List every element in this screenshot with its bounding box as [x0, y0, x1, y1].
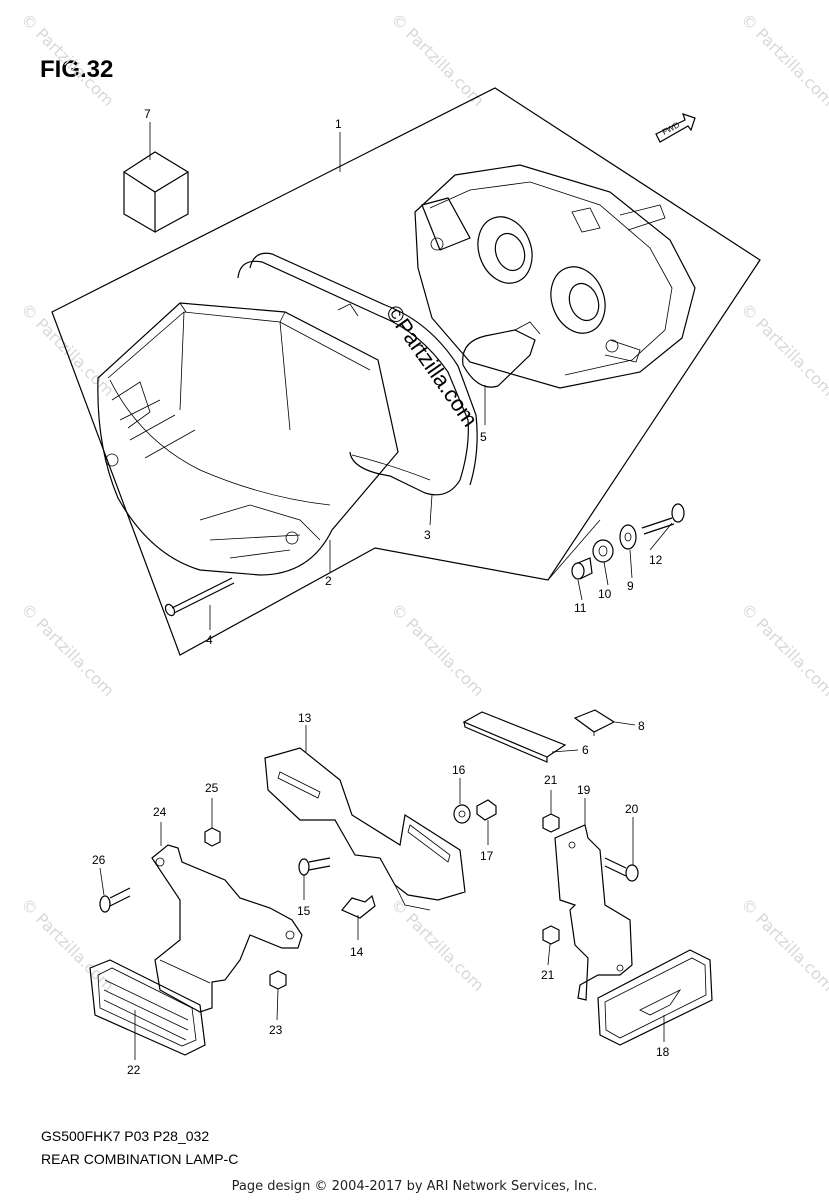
callout-number: 18	[656, 1045, 670, 1059]
part-21-nut-bottom	[542, 925, 560, 945]
callout-number: 6	[582, 743, 589, 757]
callout-number: 26	[92, 853, 106, 867]
watermark-text: © Partzilla.com	[737, 299, 829, 400]
callout-number: 3	[424, 528, 431, 542]
part-8-pad	[573, 709, 616, 736]
part-25-screw	[99, 887, 131, 913]
part-22-reflector	[89, 959, 206, 1056]
part-21-nut-top	[542, 813, 560, 833]
part-1-lamp-housing	[414, 164, 696, 389]
watermark-text: © Partzilla.com	[737, 9, 829, 110]
part-16-washer	[453, 804, 471, 824]
callout-number: 16	[452, 763, 466, 777]
watermark-text: © Partzilla.com	[737, 599, 829, 700]
callout-number: 11	[574, 601, 587, 615]
section-name: REAR COMBINATION LAMP-C	[41, 1151, 239, 1167]
callout-number: 19	[577, 783, 591, 797]
watermark-text: © Partzilla.com	[387, 599, 488, 700]
watermark-text: © Partzilla.com	[737, 894, 829, 995]
callout-number: 24	[153, 805, 167, 819]
callout-number: 4	[206, 633, 213, 647]
callout-number: 25	[205, 781, 219, 795]
part-7-cube	[122, 151, 190, 234]
parts-9-12-hardware	[547, 503, 685, 581]
callout-number: 22	[127, 1063, 141, 1077]
watermark-layer: © Partzilla.com © Partzilla.com © Partzi…	[17, 9, 829, 995]
watermark-text: © Partzilla.com	[17, 599, 118, 700]
watermark-text: © Partzilla.com	[387, 894, 488, 995]
callout-number: 14	[350, 945, 364, 959]
callout-number: 9	[627, 579, 634, 593]
part-26-nut	[204, 827, 221, 847]
callout-number: 1	[335, 117, 342, 131]
part-3-gasket	[237, 252, 478, 496]
callout-number: 7	[144, 107, 151, 121]
part-20-screw	[604, 857, 639, 882]
callout-number: 23	[269, 1023, 283, 1037]
part-17-spacer	[476, 799, 497, 821]
watermark-text: © Partzilla.com	[17, 894, 118, 995]
part-14-insert	[341, 894, 376, 919]
forward-arrow-icon: FWD	[655, 113, 696, 143]
callout-number: 17	[480, 849, 494, 863]
assembly-boundary	[51, 87, 761, 656]
watermark-text: © Partzilla.com	[17, 9, 118, 110]
part-15-screw	[298, 857, 331, 876]
callout-number: 5	[480, 430, 487, 444]
callout-number: 13	[298, 711, 312, 725]
callout-number: 12	[649, 553, 663, 567]
model-code: GS500FHK7 P03 P28_032	[41, 1128, 210, 1144]
part-24-bracket	[151, 844, 303, 1013]
callout-number: 8	[638, 719, 645, 733]
center-watermark: ©Partzilla.com	[381, 301, 483, 432]
part-13-bracket	[264, 747, 466, 911]
part-6-pad	[462, 711, 567, 763]
callout-number: 21	[541, 968, 555, 982]
part-19-bracket	[554, 824, 633, 1001]
watermark-text: © Partzilla.com	[17, 299, 118, 400]
callout-number: 10	[598, 587, 612, 601]
callout-number: 2	[325, 574, 332, 588]
part-23-nut	[269, 970, 287, 990]
part-18-reflector	[597, 949, 713, 1046]
page-credit: Page design © 2004-2017 by ARI Network S…	[231, 1179, 598, 1194]
part-4-screw	[164, 577, 235, 617]
part-5-bulb	[462, 321, 541, 388]
part-2-lens	[97, 302, 399, 576]
callout-labels: 7 1 5 3 2 4 12 9 10 11 13 8 6 16 21 25 1…	[92, 107, 670, 1077]
figure-title: FIG.32	[40, 56, 114, 83]
callout-number: 21	[544, 773, 558, 787]
watermark-text: © Partzilla.com	[387, 9, 488, 110]
leader-lines	[99, 122, 673, 1060]
callout-number: 15	[297, 904, 311, 918]
callout-number: 20	[625, 802, 639, 816]
